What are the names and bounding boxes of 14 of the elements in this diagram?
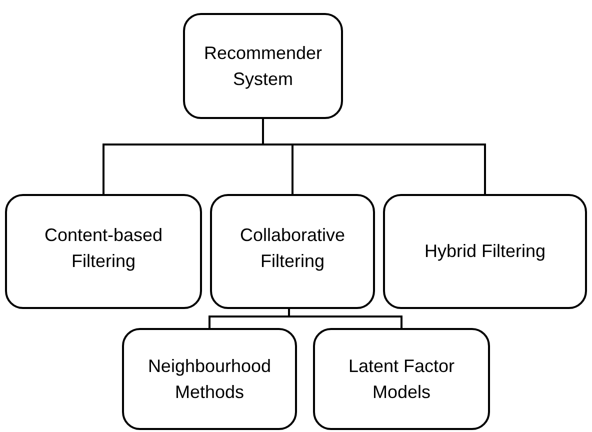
rounded-box [183, 13, 343, 119]
connector-line [288, 309, 402, 328]
node-label: Hybrid Filtering [424, 240, 546, 264]
node-label: Content-based Filtering [43, 224, 164, 274]
rounded-box [5, 194, 202, 309]
rounded-box [122, 328, 297, 430]
connector-line [262, 119, 486, 194]
rounded-box [383, 194, 587, 309]
node-label: Latent Factor Models [347, 354, 456, 404]
node-label: Recommender System [202, 42, 324, 91]
node-label: Neighbourhood Methods [146, 354, 272, 404]
rounded-box [313, 328, 490, 430]
node-label: Collaborative Filtering [238, 224, 346, 274]
rounded-box [210, 194, 375, 309]
